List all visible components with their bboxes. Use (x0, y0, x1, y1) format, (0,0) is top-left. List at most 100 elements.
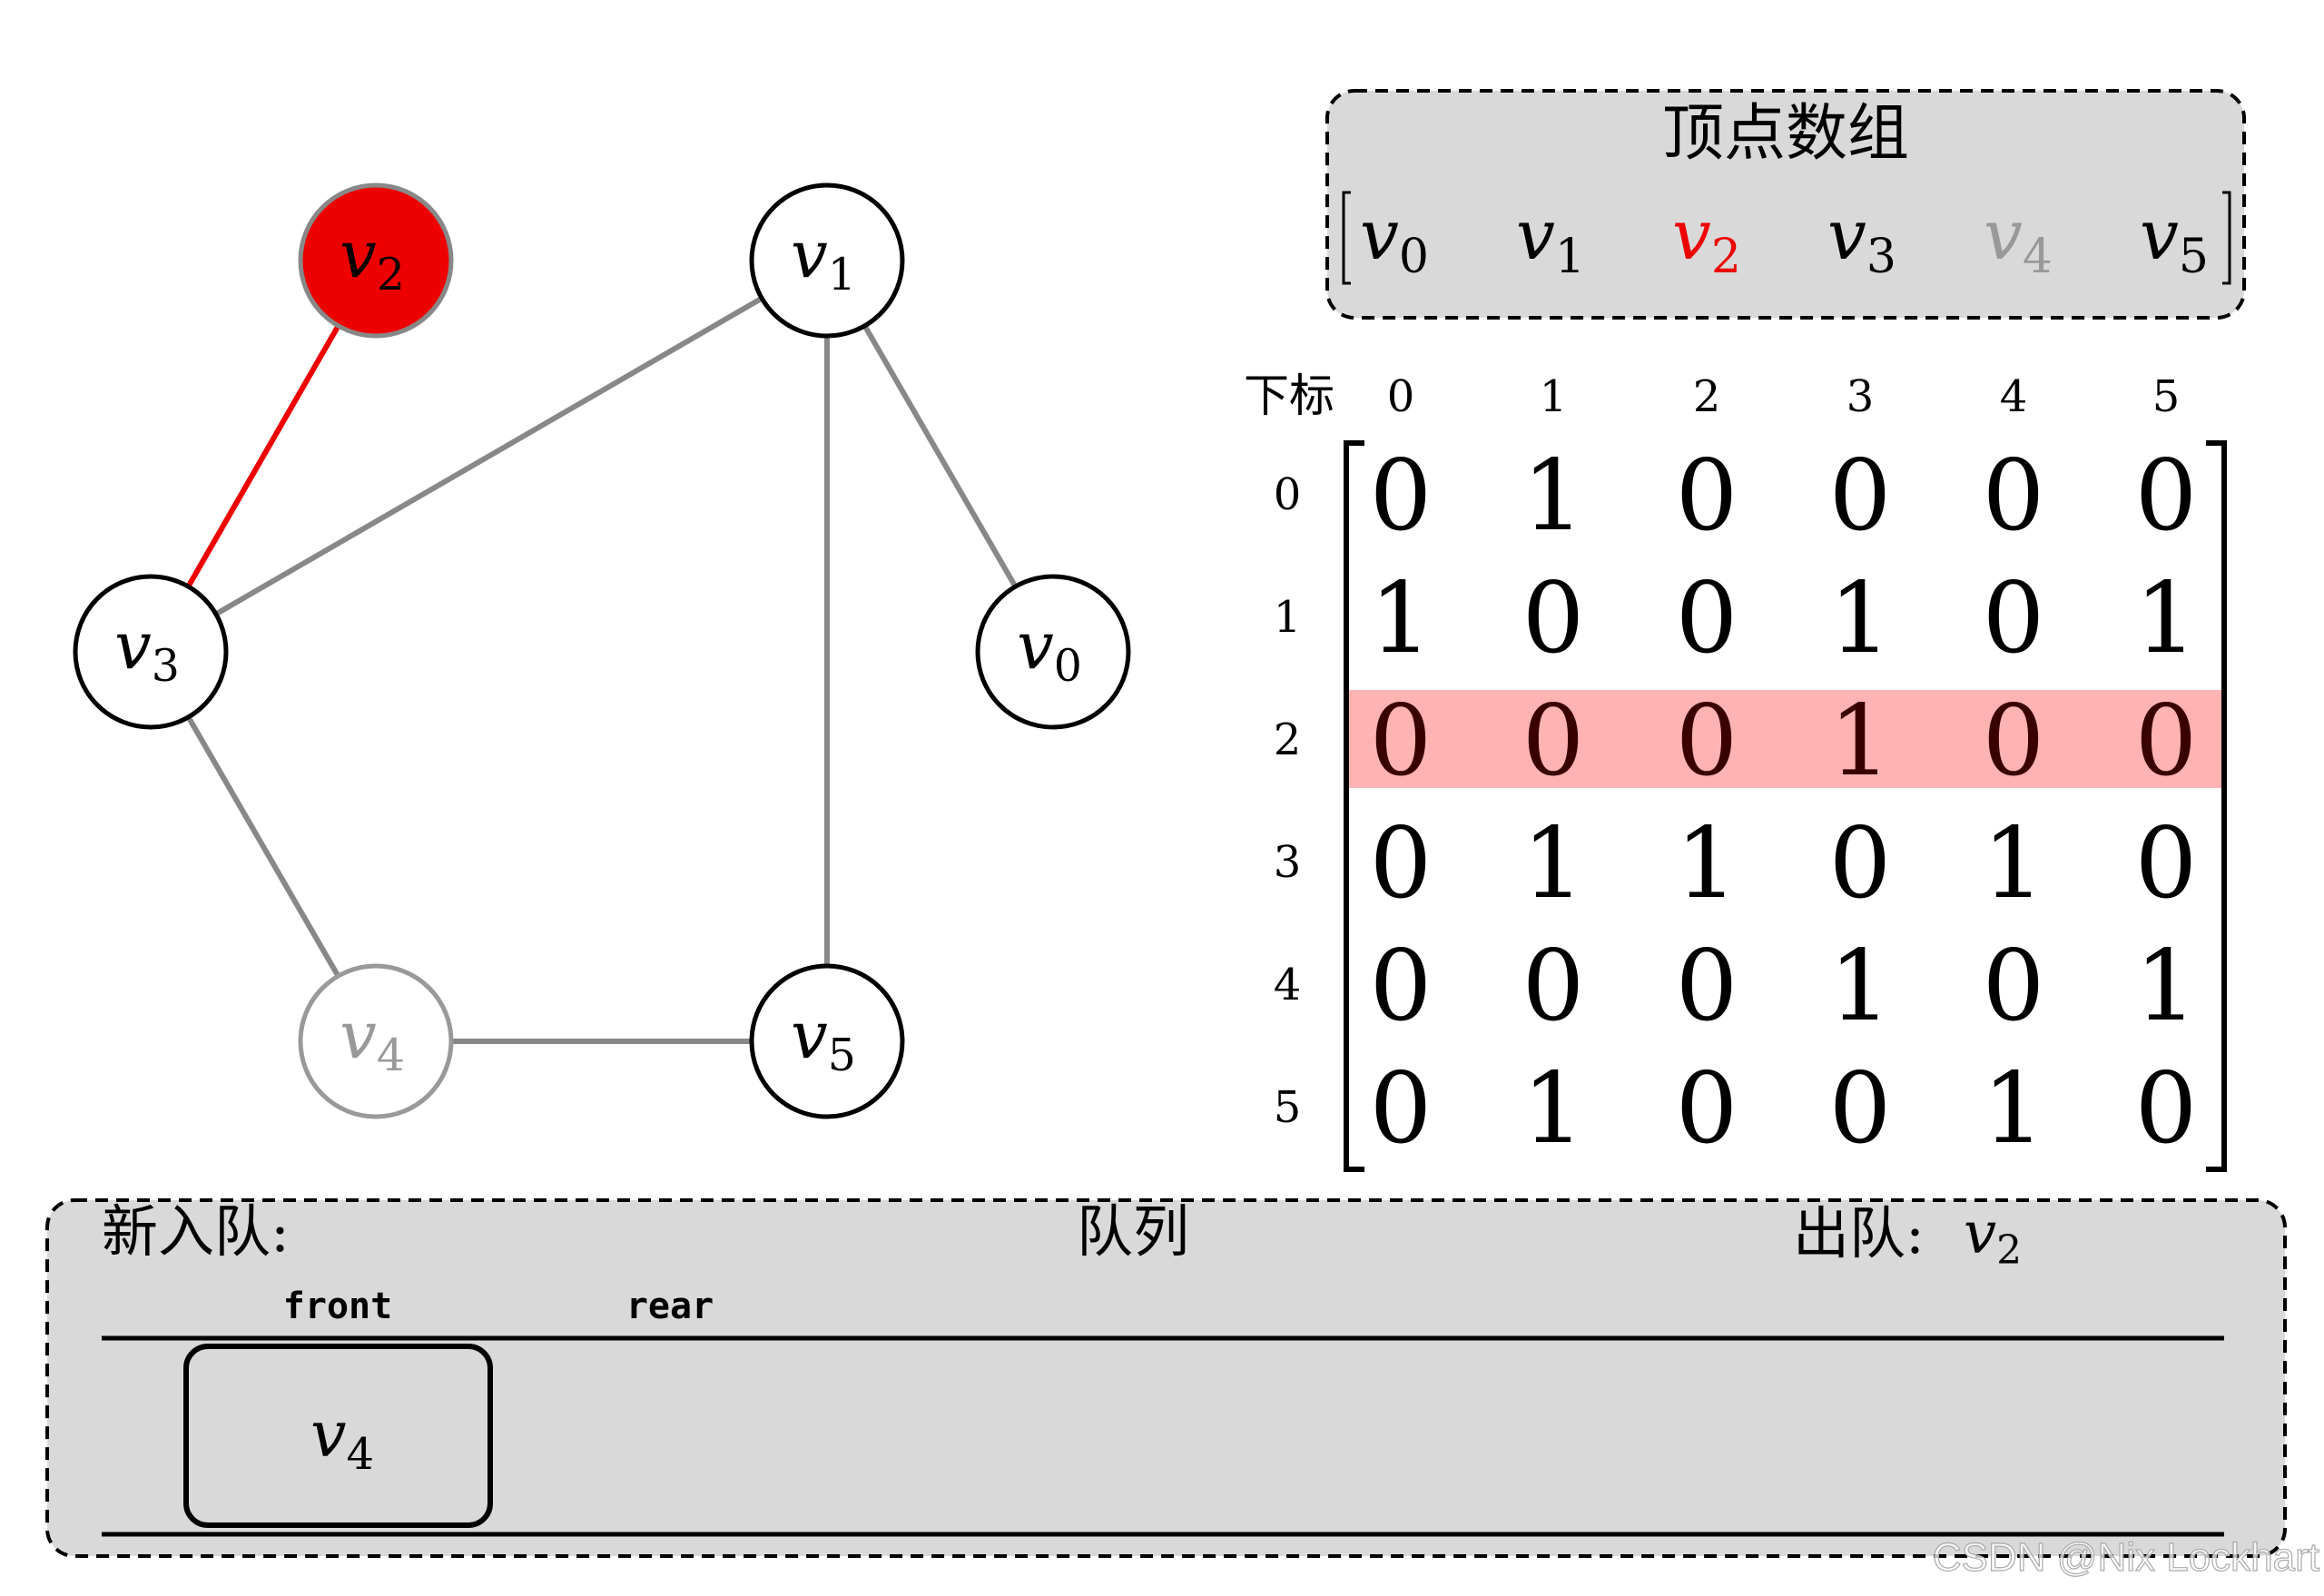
matrix-column-index: 2 (1693, 371, 1721, 422)
vertex-array-title: 顶点数组 (1662, 98, 1909, 170)
vertex-array-item: v3 (1827, 194, 1896, 284)
vertex-array-item: v5 (2140, 194, 2209, 284)
queue-item-box (183, 1344, 493, 1528)
node-circle (73, 574, 229, 730)
matrix-cell: 0 (1522, 930, 1585, 1043)
matrix-cell: 0 (1983, 562, 2045, 675)
matrix-cell: 0 (1829, 807, 1892, 921)
matrix-row-index: 4 (1274, 960, 1302, 1010)
node-label: v5 (791, 997, 856, 1081)
node-v0: v0 (975, 574, 1131, 730)
matrix-column-index: 4 (2000, 371, 2028, 422)
queue-background (45, 1198, 2287, 1558)
matrix-cell: 1 (1829, 685, 1892, 798)
node-label: v3 (114, 607, 180, 692)
queue-item-label: v4 (310, 1397, 374, 1480)
matrix-row-index: 2 (1274, 714, 1302, 765)
matrix-cell: 1 (1522, 1052, 1585, 1166)
node-v5: v5 (749, 963, 905, 1119)
matrix-cell: 0 (1522, 685, 1585, 798)
matrix-row-index: 0 (1274, 469, 1302, 520)
graph-edges (148, 258, 1056, 1044)
queue-panel: 新入队: 队列 出队: v2 front rear v4 (45, 1198, 2287, 1558)
matrix-cell: 0 (1370, 807, 1433, 921)
matrix-cell: 1 (1829, 562, 1892, 675)
node-v4: v4 (298, 963, 454, 1119)
matrix-cell: 0 (1829, 1052, 1892, 1166)
queue-front-label: front (283, 1286, 392, 1327)
matrix-cell: 1 (2135, 562, 2198, 675)
queue-enqueue-label: 新入队: (102, 1198, 290, 1265)
graph: v0 v1 v2 v3 v4 v5 (73, 182, 1131, 1119)
vertex-array-items: v0 v1 v2 v3 v4 v5 (1360, 194, 2209, 284)
matrix-cell: 0 (1522, 562, 1585, 675)
matrix-row-indices: 0 1 2 3 4 5 (1274, 469, 1302, 1133)
matrix-row-index: 5 (1274, 1082, 1302, 1133)
matrix-cell: 0 (2135, 685, 2198, 798)
matrix-cell: 0 (1676, 1052, 1738, 1166)
vertex-array-item: v1 (1516, 194, 1585, 284)
vertex-array-right-bracket (2222, 191, 2231, 285)
matrix-cell: 0 (2135, 807, 2198, 921)
queue-item: v4 (183, 1344, 493, 1528)
watermark: CSDN @Nix Lockhart (1933, 1535, 2319, 1580)
node-label: v1 (791, 216, 856, 300)
node-label: v2 (340, 216, 405, 300)
matrix-cell: 0 (1676, 562, 1738, 675)
matrix-column-index: 5 (2152, 371, 2181, 422)
matrix-cell: 1 (1522, 807, 1585, 921)
queue-items: v4 (183, 1344, 493, 1528)
matrix-row-index: 3 (1274, 837, 1302, 888)
matrix-cell: 0 (1983, 439, 2045, 553)
vertex-array-panel: 顶点数组 v0 v1 v2 v3 v4 v5 (1325, 89, 2246, 320)
node-label: v4 (340, 997, 405, 1081)
matrix-row-highlight (1346, 690, 2222, 788)
node-v2: v2 (298, 182, 454, 339)
matrix-cell: 0 (1676, 930, 1738, 1043)
matrix-cell: 0 (2135, 439, 2198, 553)
vertex-array-item: v2 (1672, 194, 1741, 284)
matrix-cell: 1 (1983, 807, 2045, 921)
matrix-cell: 0 (1983, 685, 2045, 798)
vertex-array-background (1325, 89, 2246, 320)
matrix-column-index: 0 (1387, 371, 1415, 422)
matrix-cell: 0 (2135, 1052, 2198, 1166)
matrix-cell: 1 (1676, 807, 1738, 921)
matrix-cell: 0 (1370, 930, 1433, 1043)
matrix-cell: 0 (1370, 685, 1433, 798)
matrix-row-index: 1 (1274, 592, 1302, 643)
matrix-column-index: 3 (1846, 371, 1875, 422)
matrix-cell: 1 (1522, 439, 1585, 553)
matrix-cell: 1 (1829, 930, 1892, 1043)
matrix-cell: 0 (1370, 1052, 1433, 1166)
matrix-left-bracket (1344, 440, 1364, 1172)
matrix-cell: 1 (1370, 562, 1433, 675)
queue-rear-label: rear (626, 1286, 714, 1327)
node-circle (975, 574, 1131, 730)
vertex-array-item: v4 (1984, 194, 2053, 284)
matrix-cell: 0 (1983, 930, 2045, 1043)
matrix-column-indices: 0 1 2 3 4 5 (1387, 371, 2181, 422)
matrix-cell: 0 (1676, 439, 1738, 553)
matrix-cell: 0 (1370, 439, 1433, 553)
node-circle (749, 182, 905, 339)
matrix-cell: 1 (1983, 1052, 2045, 1166)
vertex-array-item: v0 (1360, 194, 1429, 284)
matrix-column-index: 1 (1540, 371, 1568, 422)
node-circle (749, 963, 905, 1119)
queue-title: 队列 (1077, 1198, 1189, 1265)
node-label: v0 (1017, 607, 1082, 692)
matrix-cell: 0 (1829, 439, 1892, 553)
matrix-right-bracket (2206, 440, 2227, 1172)
queue-dequeued-vertex: v2 (1964, 1200, 2022, 1274)
queue-dequeue-label: 出队: (1793, 1200, 1925, 1266)
node-circle (298, 182, 454, 339)
matrix-cell: 0 (1676, 685, 1738, 798)
edge-v3-v1 (149, 258, 829, 655)
matrix-index-label: 下标 (1244, 369, 1334, 422)
graph-nodes: v0 v1 v2 v3 v4 v5 (73, 182, 1131, 1119)
matrix-cell: 1 (2135, 930, 2198, 1043)
node-circle (298, 963, 454, 1119)
